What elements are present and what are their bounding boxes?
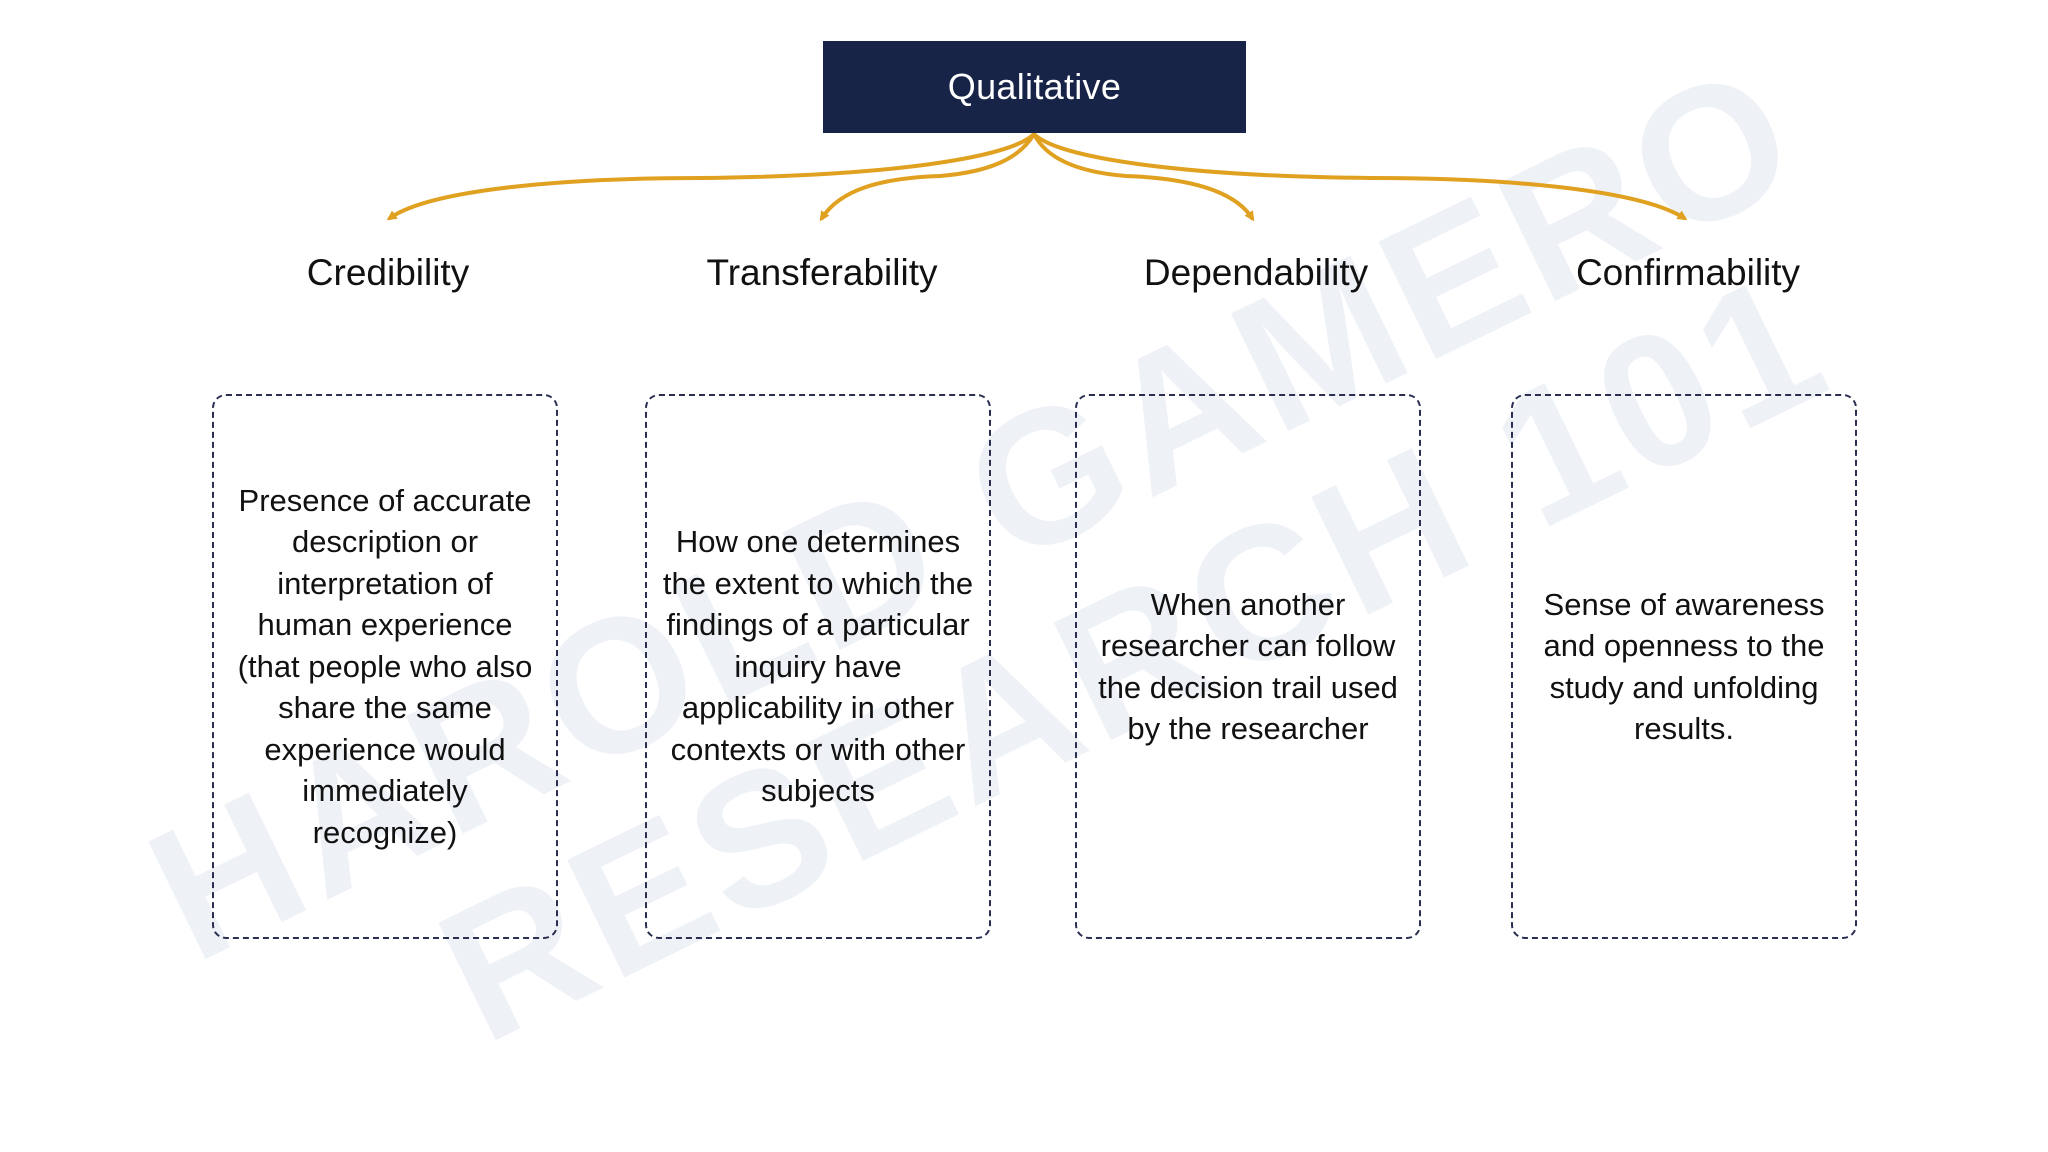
- description-text-dependability: When another researcher can follow the d…: [1098, 586, 1398, 747]
- arrow-to-confirmability: [1032, 132, 1688, 221]
- description-box-dependability: When another researcher can follow the d…: [1075, 394, 1421, 939]
- description-text-credibility: Presence of accurate description or inte…: [237, 482, 533, 850]
- root-label: Qualitative: [947, 66, 1122, 107]
- category-label-dependability: Dependability: [1143, 252, 1369, 293]
- root-node-qualitative: Qualitative: [823, 41, 1246, 133]
- category-label-credibility: Credibility: [306, 252, 470, 293]
- arrow-to-dependability: [1032, 132, 1255, 222]
- description-text-confirmability: Sense of awareness and openness to the s…: [1543, 586, 1825, 747]
- description-text-transferability: How one determines the extent to which t…: [662, 524, 974, 809]
- description-box-transferability: How one determines the extent to which t…: [645, 394, 991, 939]
- description-box-confirmability: Sense of awareness and openness to the s…: [1511, 394, 1857, 939]
- description-box-credibility: Presence of accurate description or inte…: [212, 394, 558, 939]
- arrow-to-credibility: [386, 132, 1036, 221]
- category-label-confirmability: Confirmability: [1575, 252, 1801, 293]
- arrow-to-transferability: [819, 132, 1036, 222]
- category-label-transferability: Transferability: [706, 252, 938, 293]
